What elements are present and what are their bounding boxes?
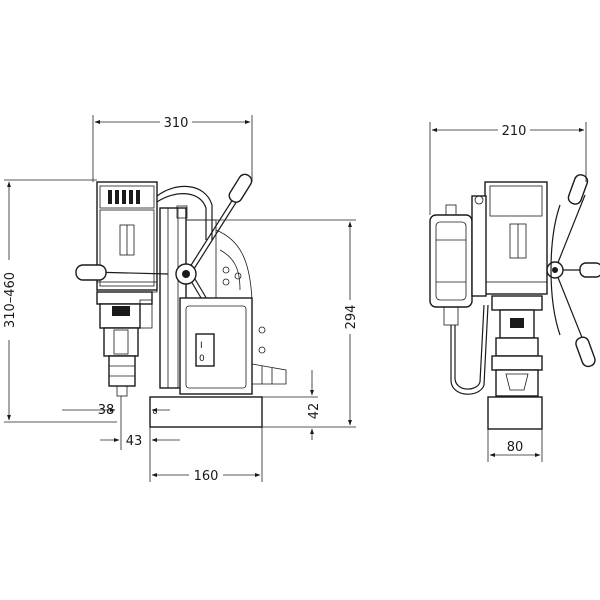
svg-text:0: 0 bbox=[199, 354, 205, 364]
svg-text:I: I bbox=[200, 341, 203, 351]
dim-side-width: 210 bbox=[502, 124, 527, 139]
dim-magnet-height: 42 bbox=[307, 403, 322, 420]
side-cable bbox=[450, 304, 489, 395]
power-switch[interactable] bbox=[195, 333, 215, 367]
dim-magnet-depth: 80 bbox=[507, 440, 524, 455]
side-column bbox=[471, 195, 487, 297]
side-control-box bbox=[429, 204, 473, 326]
dim-height-range: 310–460 bbox=[3, 272, 18, 328]
dim-magnet-offset: 38 bbox=[98, 403, 115, 418]
dim-width-total: 310 bbox=[164, 116, 189, 131]
feed-handle-left[interactable] bbox=[75, 264, 169, 281]
front-view: I 0 bbox=[75, 172, 287, 428]
side-feed-handles[interactable] bbox=[546, 173, 600, 368]
side-motor bbox=[484, 181, 548, 295]
dimensions: 310 310–460 294 42 38 43 160 bbox=[0, 113, 587, 484]
side-magnet-base bbox=[487, 396, 543, 430]
side-chuck bbox=[491, 295, 543, 397]
dim-magnet-width: 160 bbox=[194, 469, 219, 484]
spindle-chuck bbox=[96, 291, 153, 397]
dim-spindle-offset: 43 bbox=[126, 434, 143, 449]
side-view bbox=[429, 173, 600, 430]
feed-handle-upper[interactable] bbox=[187, 172, 254, 273]
motor-vents bbox=[108, 190, 140, 204]
cable-hose bbox=[156, 185, 213, 240]
dim-column-height: 294 bbox=[344, 305, 359, 330]
magnet-base bbox=[149, 396, 263, 428]
base-body: I 0 bbox=[179, 297, 287, 395]
